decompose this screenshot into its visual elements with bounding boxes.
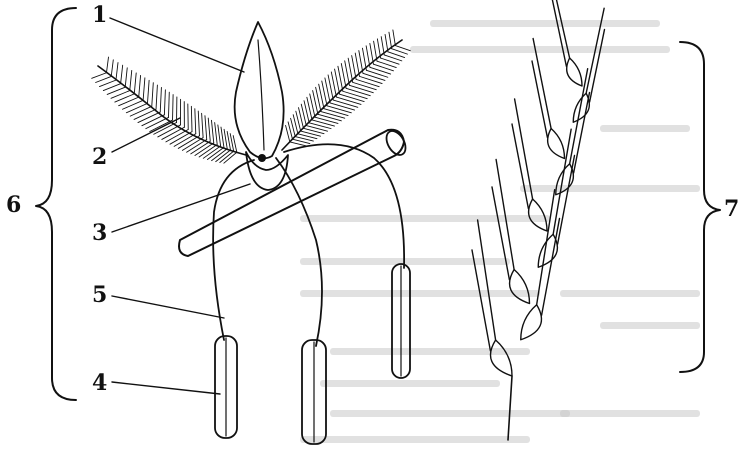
label-4: 4: [92, 370, 107, 396]
label-3: 3: [92, 220, 107, 246]
brace-6: [36, 8, 76, 400]
label-1: 1: [92, 2, 107, 28]
filaments: [213, 144, 404, 346]
label-6: 6: [6, 192, 21, 218]
label-7: 7: [724, 196, 739, 222]
label-5: 5: [92, 282, 107, 308]
label-2: 2: [92, 144, 107, 170]
stigma-left: [92, 57, 246, 163]
flower-scale: [235, 22, 284, 158]
